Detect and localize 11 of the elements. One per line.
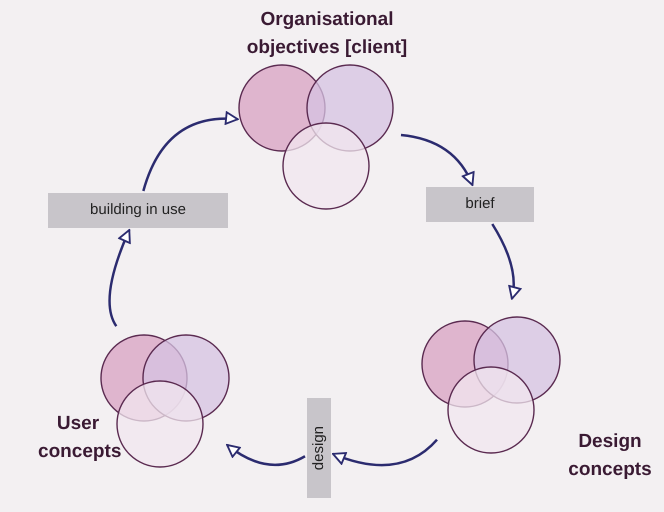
group-heading: Organisational objectives [client] [246,8,408,60]
stage-label: design [307,398,331,498]
curved-arrow [226,444,306,466]
curved-arrow [491,223,521,300]
stage-label: brief [426,187,534,222]
curved-arrow [400,134,474,186]
stage-label: building in use [48,193,228,228]
group-heading: Design concepts [567,430,653,482]
curved-arrow [332,438,438,466]
curved-arrow [108,229,131,327]
curved-arrow [142,112,239,192]
